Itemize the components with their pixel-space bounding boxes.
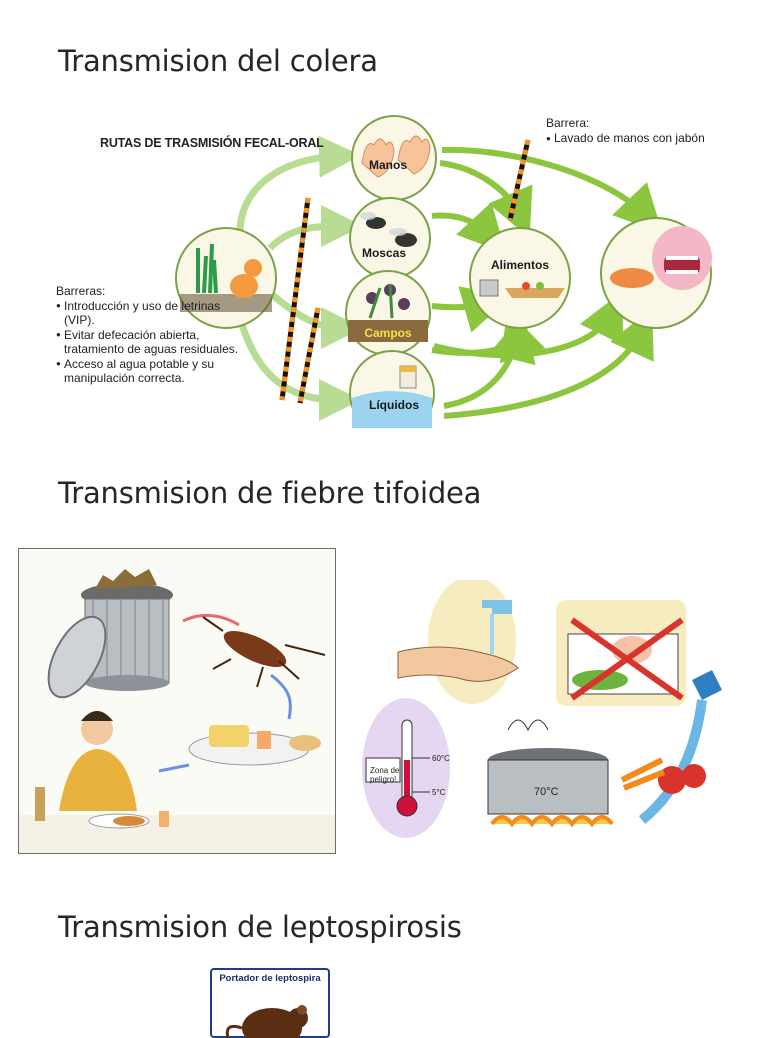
typhoid-cockroach-illustration (18, 548, 336, 854)
node-label-manos: Manos (368, 158, 408, 172)
typhoid-left-graphics (19, 569, 335, 853)
leptospira-carrier-label: Portador de leptospira (219, 973, 321, 984)
liquidos-circle (349, 350, 435, 428)
barreras-left-item: Evitar defecación abierta, tratamiento d… (56, 328, 246, 357)
barrera-hand-washing: Barrera: Lavado de manos con jabón (546, 116, 705, 146)
barrier-lines (279, 139, 531, 404)
node-label-moscas: Moscas (361, 246, 407, 260)
typhoid-prevention-illustration: Zona de peligro! 60°C 5°C 70°C (362, 576, 742, 840)
heading-tifoidea: Transmision de fiebre tifoidea (58, 476, 482, 510)
temp-high-label: 60°C (432, 754, 450, 763)
barrera-right-heading: Barrera: (546, 116, 590, 130)
campos-circle (345, 270, 431, 356)
moscas-circle (349, 197, 431, 279)
temp-low-label: 5°C (432, 788, 446, 797)
thermometer-danger-label: Zona de peligro! (370, 766, 400, 784)
transmission-arrows (431, 146, 663, 419)
barrera-right-item: Lavado de manos con jabón (546, 131, 705, 146)
node-label-alimentos: Alimentos (490, 258, 550, 272)
colera-transmission-diagram: RUTAS DE TRASMISIÓN FECAL-ORAL Barrera: … (50, 108, 722, 428)
diagram-graphics (175, 115, 712, 428)
leptospira-carrier-card: Portador de leptospira (210, 968, 330, 1038)
node-label-campos: Campos (364, 326, 412, 340)
mouth-circle (600, 217, 712, 329)
barreras-left-heading: Barreras: (56, 284, 106, 298)
node-label-liquidos: Líquidos (369, 398, 419, 412)
alimentos-circle (469, 227, 571, 329)
rat-icon (225, 1005, 308, 1038)
barreras-left-item: Introducción y uso de letrinas (VIP). (56, 299, 246, 328)
heading-colera: Transmision del colera (58, 44, 378, 78)
pot-temp-label: 70°C (534, 786, 559, 798)
barreras-sanitation: Barreras: Introducción y uso de letrinas… (56, 284, 246, 386)
diagram-title: RUTAS DE TRASMISIÓN FECAL-ORAL (100, 136, 324, 150)
heading-leptospirosis: Transmision de leptospirosis (58, 910, 462, 944)
typhoid-right-graphics (362, 576, 722, 838)
barreras-left-item: Acceso al agua potable y su manipulación… (56, 357, 246, 386)
